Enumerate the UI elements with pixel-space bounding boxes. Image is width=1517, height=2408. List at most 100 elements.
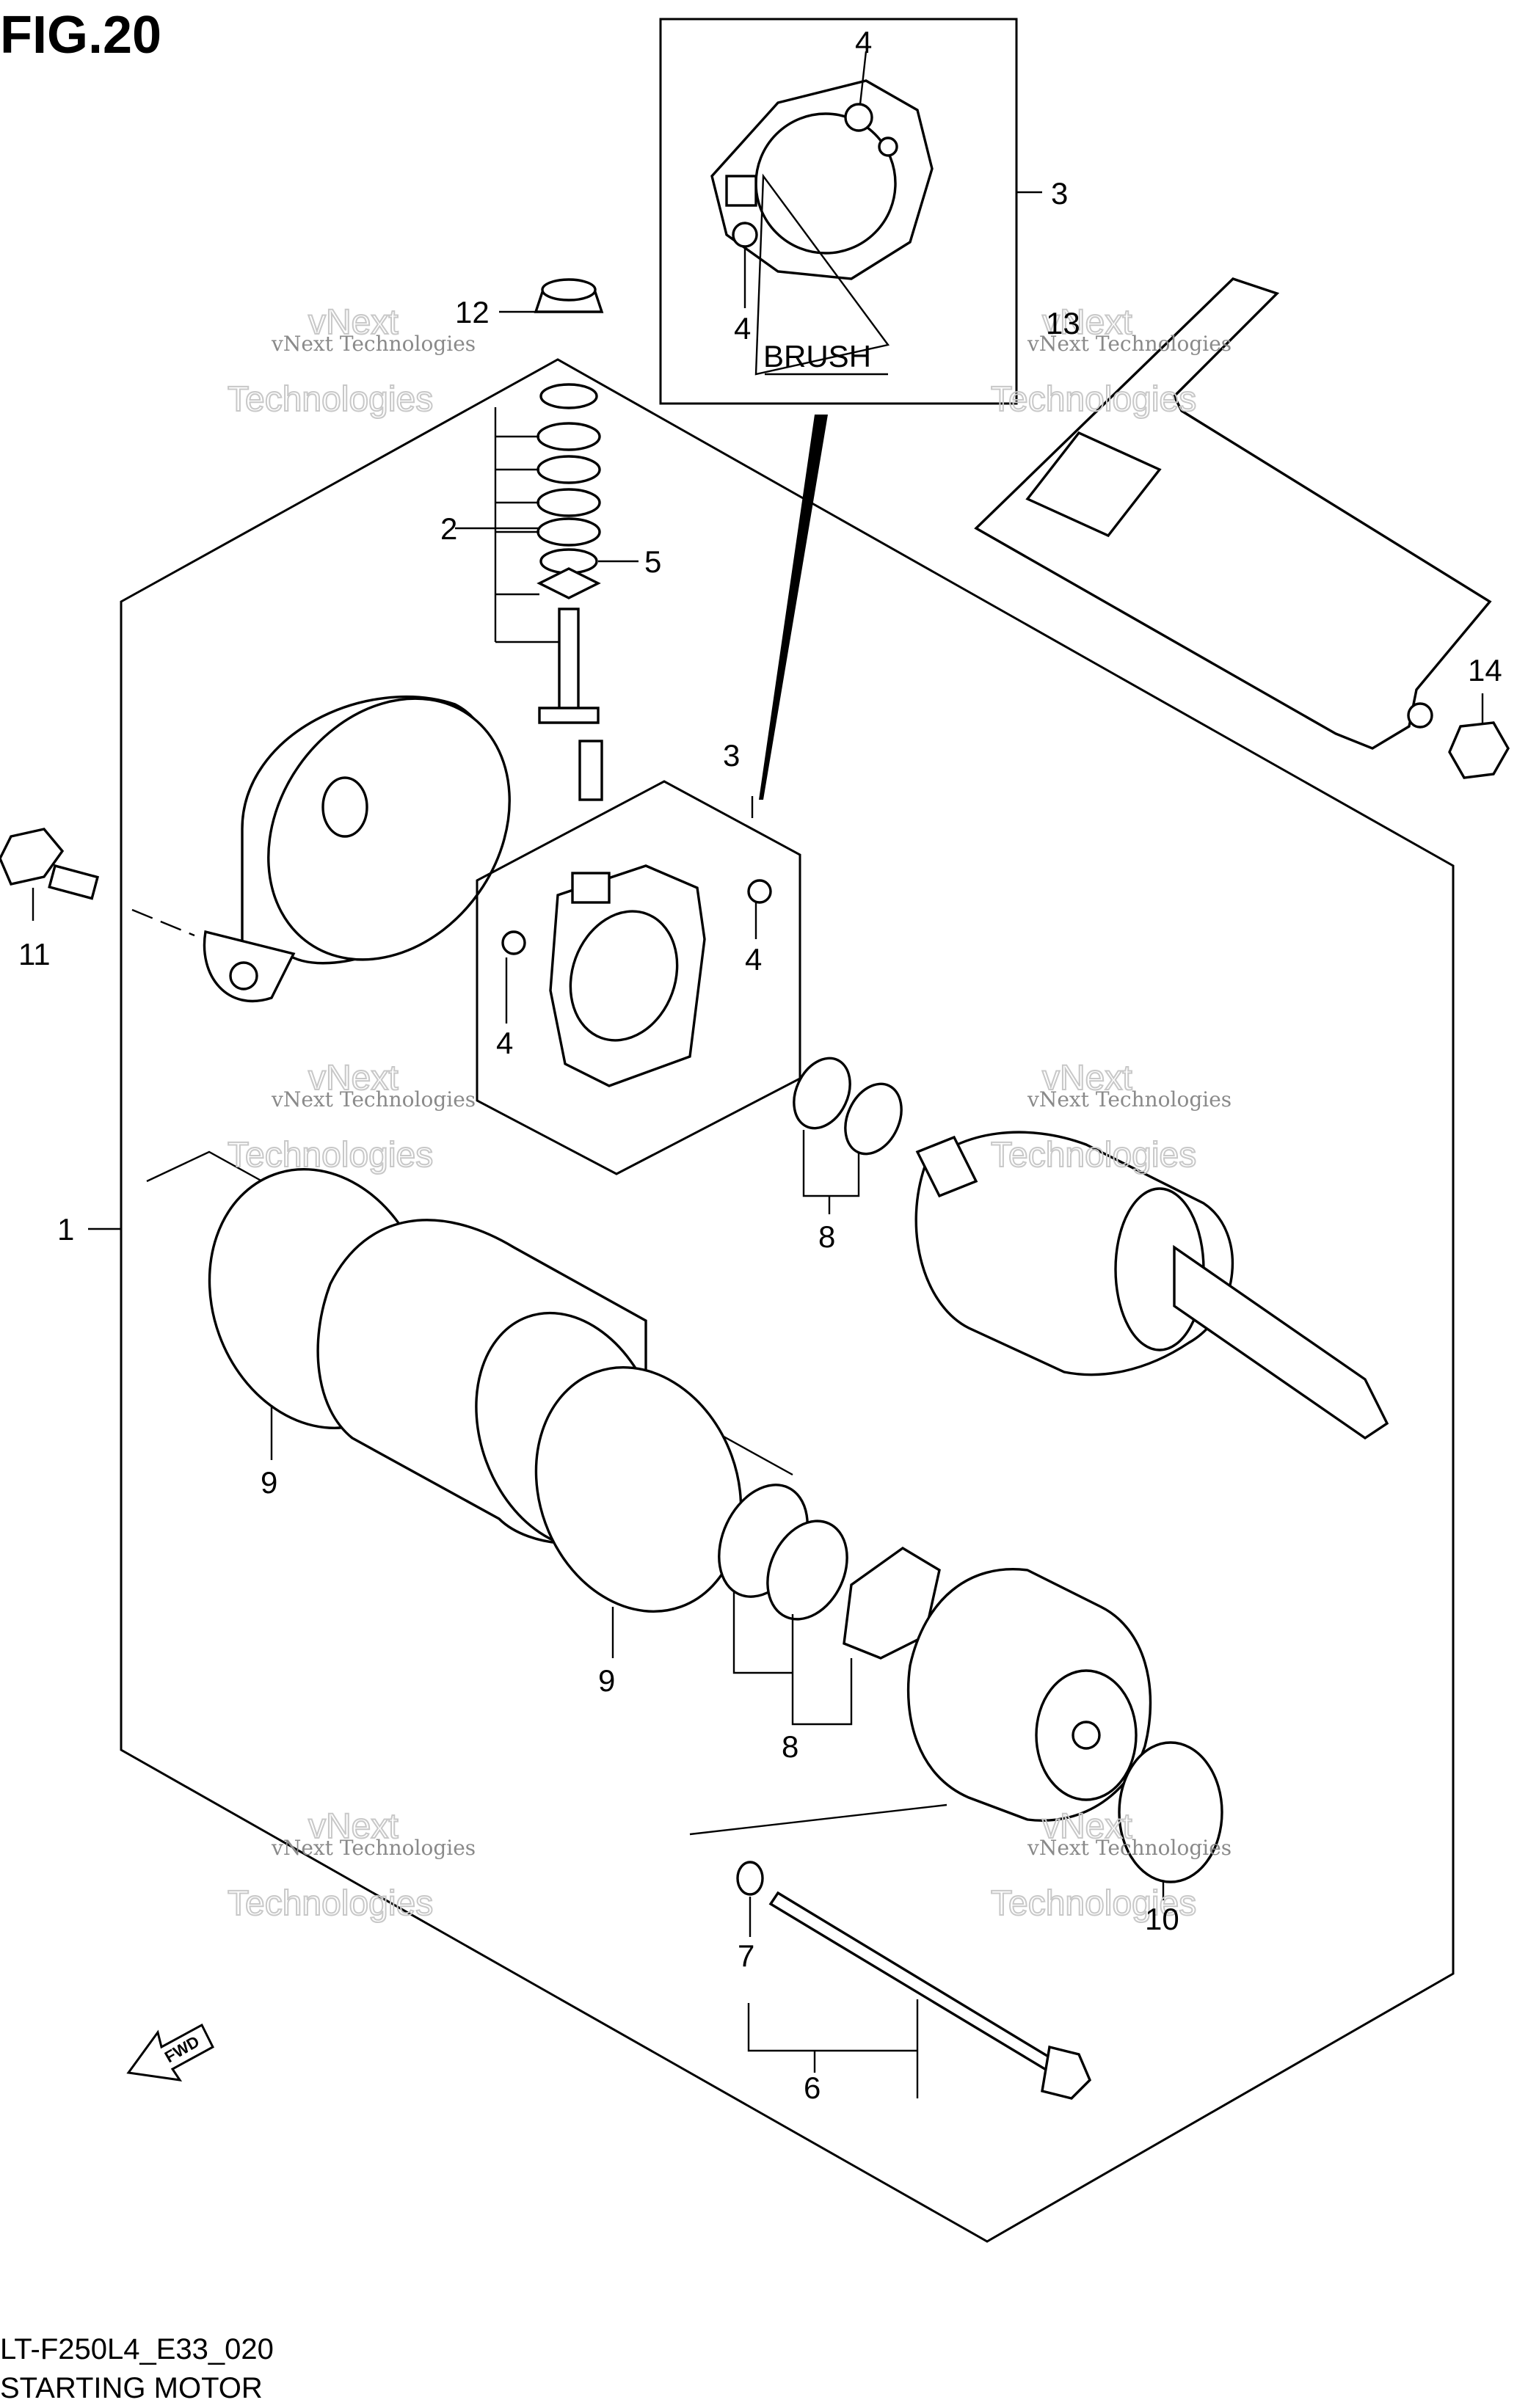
leader-6 bbox=[747, 1999, 919, 2098]
callout-12: 12 bbox=[455, 295, 490, 329]
through-bolt-head bbox=[1041, 2045, 1092, 2100]
washer-8a bbox=[793, 1057, 851, 1130]
leader-8a bbox=[802, 1130, 860, 1197]
brush-holder-tab bbox=[571, 872, 611, 904]
rear-housing bbox=[131, 695, 511, 1003]
watermark-vnext-5: vNext bbox=[308, 1807, 399, 1846]
callout-3: 3 bbox=[723, 738, 740, 773]
nut-12-top bbox=[541, 278, 597, 302]
bearing-bore bbox=[321, 776, 368, 838]
cover-plate-13 bbox=[974, 277, 1492, 750]
leader-8b bbox=[732, 1592, 853, 1726]
brush-holder-bore bbox=[569, 910, 679, 1042]
front-cover bbox=[689, 1568, 1152, 1836]
brush-holder bbox=[476, 780, 801, 1175]
watermark-vnext-4: vNext bbox=[1042, 1059, 1132, 1098]
bolt-11-shank bbox=[48, 864, 100, 900]
armature-shaft bbox=[1173, 1244, 1389, 1440]
watermark-tech-6: Technologies bbox=[991, 1884, 1196, 1923]
callout-4-left: 4 bbox=[496, 1026, 513, 1060]
bolt-11-head bbox=[0, 828, 65, 886]
terminal-bolt bbox=[558, 608, 580, 713]
oring-9b bbox=[534, 1366, 743, 1613]
yoke-assembly bbox=[146, 1150, 793, 1658]
figure-title: FIG.20 bbox=[0, 6, 161, 65]
bolt-11-path bbox=[131, 908, 195, 937]
bolt-14 bbox=[1448, 693, 1510, 779]
watermark-full-4: vNext Technologies bbox=[1027, 1087, 1232, 1112]
fwd-arrow-shape bbox=[126, 2023, 214, 2082]
callout-11: 11 bbox=[18, 937, 51, 971]
watermark-vnext-2: vNext bbox=[1042, 303, 1132, 342]
rear-housing-rim bbox=[267, 697, 511, 961]
terminal-plate bbox=[538, 707, 600, 724]
drawing-name: STARTING MOTOR bbox=[0, 2372, 263, 2404]
frame-lower-line bbox=[689, 1803, 947, 1836]
front-cover-bore bbox=[1072, 1721, 1101, 1750]
washer-d bbox=[536, 517, 601, 547]
commutator-end bbox=[915, 1135, 978, 1198]
callout-10: 10 bbox=[1145, 1902, 1179, 1936]
brush-pointer bbox=[754, 173, 890, 376]
armature bbox=[914, 1131, 1389, 1440]
washers-8-upper bbox=[793, 1057, 903, 1214]
detail-connector bbox=[759, 415, 828, 800]
brush-spring-top bbox=[844, 103, 873, 132]
washer-c bbox=[536, 488, 601, 517]
watermark-full-6: vNext Technologies bbox=[1027, 1836, 1232, 1860]
watermark-tech-5: Technologies bbox=[228, 1884, 433, 1923]
washer-7 bbox=[736, 1861, 764, 1896]
callout-13: 13 bbox=[1046, 306, 1080, 340]
watermarks: vNext vNext Technologies Technologies vN… bbox=[227, 302, 1232, 1924]
watermark-full-2: vNext Technologies bbox=[1027, 332, 1232, 356]
callout-labels: 1 2 3 3 4 4 4 4 5 6 7 8 8 9 9 10 11 12 1… bbox=[18, 25, 1502, 2105]
bolt-6 bbox=[736, 1861, 1092, 2100]
callout-1: 1 bbox=[57, 1212, 74, 1247]
fwd-arrow: FWD bbox=[126, 2023, 214, 2082]
callout-4-right: 4 bbox=[745, 942, 762, 977]
watermark-tech-3: Technologies bbox=[228, 1136, 433, 1175]
washer-b bbox=[536, 455, 601, 484]
watermark-vnext-3: vNext bbox=[308, 1059, 399, 1098]
callout-14: 14 bbox=[1468, 653, 1502, 687]
terminal-nut bbox=[539, 383, 598, 409]
brush-spring-left bbox=[501, 930, 526, 955]
callout-8-lower: 8 bbox=[782, 1729, 798, 1764]
watermark-full-5: vNext Technologies bbox=[271, 1836, 476, 1860]
watermark-full-1: vNext Technologies bbox=[271, 332, 476, 356]
cover-plate-window bbox=[1025, 431, 1162, 538]
callout-5: 5 bbox=[644, 544, 661, 579]
brush-spring-right bbox=[747, 879, 772, 904]
bolt-11 bbox=[0, 828, 100, 921]
callout-4-inset-top: 4 bbox=[855, 25, 872, 59]
mounting-ear-hole bbox=[229, 961, 258, 990]
terminal-lead bbox=[578, 740, 603, 801]
callout-9-right: 9 bbox=[598, 1663, 615, 1698]
leader-4a bbox=[859, 51, 867, 105]
callout-4-inset-bottom: 4 bbox=[734, 311, 751, 346]
watermark-vnext-6: vNext bbox=[1042, 1807, 1132, 1846]
watermark-tech-4: Technologies bbox=[991, 1136, 1196, 1175]
callout-3-inset: 3 bbox=[1051, 176, 1068, 211]
bolt-14-head bbox=[1448, 721, 1510, 779]
brush-detail-inset: BRUSH bbox=[659, 18, 1042, 405]
oring-10 bbox=[1118, 1741, 1223, 1900]
callout-9-left: 9 bbox=[261, 1465, 277, 1500]
brush-plate-bore bbox=[754, 112, 897, 255]
washer-a bbox=[536, 422, 601, 451]
brush-spring-bottom bbox=[732, 222, 758, 248]
washers-8-lower bbox=[718, 1484, 941, 1726]
watermark-tech-2: Technologies bbox=[991, 380, 1196, 419]
terminal-stack bbox=[455, 278, 639, 801]
cover-plate-body bbox=[974, 277, 1492, 750]
drawing-code: LT-F250L4_E33_020 bbox=[0, 2333, 274, 2365]
insulator bbox=[536, 567, 601, 599]
watermark-full-3: vNext Technologies bbox=[271, 1087, 476, 1112]
cover-plate-hole bbox=[1407, 702, 1433, 729]
callout-7: 7 bbox=[738, 1938, 754, 1973]
washer-8d bbox=[766, 1519, 848, 1621]
watermark-tech-1: Technologies bbox=[228, 380, 433, 419]
watermark-vnext-1: vNext bbox=[308, 303, 399, 342]
